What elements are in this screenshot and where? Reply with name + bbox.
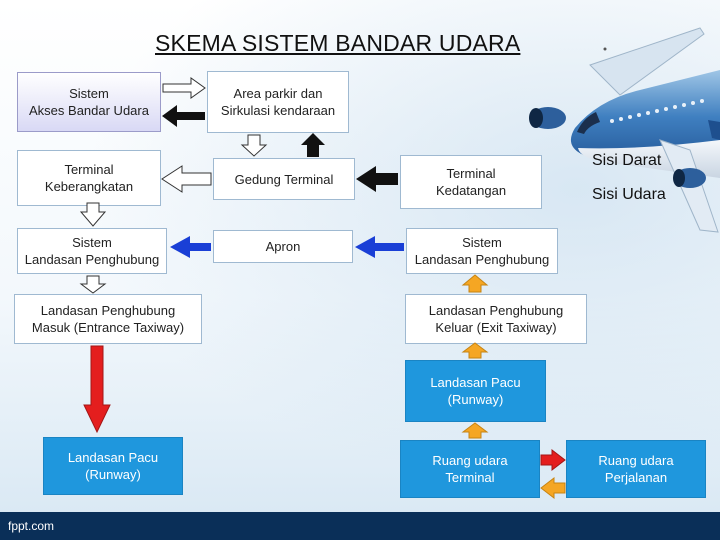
label-sisi-darat: Sisi Darat (592, 152, 662, 169)
arrow-gedung-to-parkir (301, 133, 325, 157)
arrow-runway-to-exit (461, 342, 489, 359)
box-terminal-keberangkatan: Terminal Keberangkatan (17, 150, 161, 206)
page-title: SKEMA SISTEM BANDAR UDARA (155, 30, 521, 56)
arrow-kedatangan-to-gedung (356, 166, 398, 192)
arrow-gedung-to-keberangkatan (161, 165, 212, 193)
arrow-apron-to-penghubung-kiri (170, 236, 211, 258)
airplane-tail (708, 120, 720, 140)
arrow-exit-to-penghubung (461, 274, 489, 293)
arrow-penghubung-kanan-to-apron (355, 236, 404, 258)
box-exit-taxiway: Landasan Penghubung Keluar (Exit Taxiway… (405, 294, 587, 344)
airplane-wing-far (589, 27, 705, 96)
box-runway-kanan: Landasan Pacu (Runway) (405, 360, 546, 422)
footer-brand: fppt.com (8, 519, 55, 533)
arrow-entrance-to-runway (83, 345, 111, 434)
box-runway-kiri: Landasan Pacu (Runway) (43, 437, 183, 495)
arrow-akses-to-parkir (162, 77, 206, 99)
arrow-penghubung-to-entrance (79, 275, 107, 294)
box-landasan-penghubung-kiri: Sistem Landasan Penghubung (17, 228, 167, 274)
airplane-engine (529, 107, 566, 129)
arrow-keberangkatan-to-penghubung (79, 202, 107, 227)
box-sistem-akses: Sistem Akses Bandar Udara (17, 72, 161, 132)
landing-light-dot (603, 47, 607, 51)
arrow-perjalanan-to-terminal (540, 476, 566, 500)
box-terminal-kedatangan: Terminal Kedatangan (400, 155, 542, 209)
box-ruang-udara-terminal: Ruang udara Terminal (400, 440, 540, 498)
arrow-ruang-terminal-to-runway (461, 422, 489, 439)
box-entrance-taxiway: Landasan Penghubung Masuk (Entrance Taxi… (14, 294, 202, 344)
box-area-parkir: Area parkir dan Sirkulasi kendaraan (207, 71, 349, 133)
footer-bar: fppt.com (0, 512, 720, 540)
label-sisi-udara: Sisi Udara (592, 186, 666, 203)
box-ruang-udara-perjalanan: Ruang udara Perjalanan (566, 440, 706, 498)
arrow-parkir-to-gedung (240, 134, 268, 157)
box-landasan-penghubung-kanan: Sistem Landasan Penghubung (406, 228, 558, 274)
box-gedung-terminal: Gedung Terminal (213, 158, 355, 200)
airplane-wing-near (659, 139, 719, 233)
arrow-terminal-to-perjalanan (540, 448, 566, 472)
arrow-parkir-to-akses (162, 105, 205, 127)
box-apron: Apron (213, 230, 353, 263)
